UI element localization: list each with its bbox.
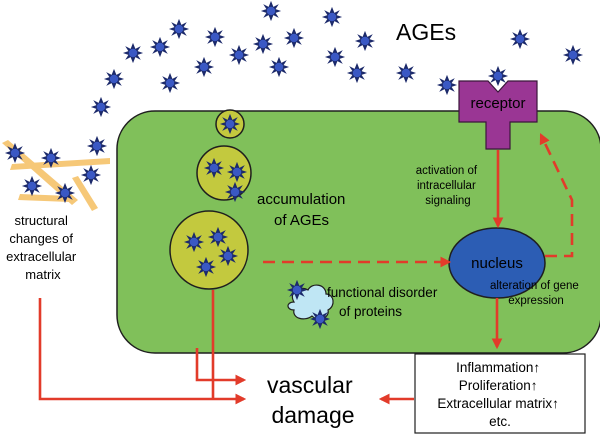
effect-item: etc. — [489, 414, 511, 429]
age-molecule-icon — [80, 164, 102, 186]
receptor-label: receptor — [470, 95, 525, 112]
vascular-damage-label: vascular damage — [267, 372, 359, 428]
pathway-arrows — [38, 133, 574, 405]
age-molecule-icon — [168, 18, 190, 40]
age-molecule-icon — [436, 74, 458, 96]
age-molecule-icon — [90, 96, 112, 118]
gene-expression-label: alteration of gene expression — [490, 280, 582, 307]
receptor-icon — [458, 80, 538, 150]
age-molecule-icon — [395, 62, 417, 84]
age-molecule-icon — [487, 65, 509, 87]
age-molecule-icon — [159, 72, 181, 94]
age-molecule-icon — [283, 27, 305, 49]
effects-list: Inflammation↑ Proliferation↑ Extracellul… — [437, 360, 562, 429]
effect-item: Proliferation↑ — [459, 378, 538, 393]
effects-box — [414, 353, 586, 434]
vesicle-large — [169, 210, 249, 290]
signaling-label: activation of intracellular signaling — [416, 165, 481, 207]
age-molecule-icon — [103, 68, 125, 90]
arrow-feedback-to-receptor — [539, 133, 574, 258]
arrow-ecm-to-damage — [38, 298, 247, 405]
nucleus-label: nucleus — [471, 255, 523, 272]
functional-disorder-label: functional disorder of proteins — [327, 285, 441, 319]
age-molecule-icon — [354, 30, 376, 52]
age-molecule-icon — [21, 175, 43, 197]
accumulation-label: accumulation of AGEs — [257, 191, 350, 229]
age-molecule-icon — [86, 135, 108, 157]
age-molecule-icon — [324, 46, 346, 68]
effect-item: Extracellular matrix↑ — [437, 396, 559, 411]
effect-item: Inflammation↑ — [456, 360, 540, 375]
vesicle-medium — [196, 145, 252, 201]
age-molecule-icon — [252, 33, 274, 55]
ages-title: AGEs — [396, 19, 456, 45]
age-molecule-icon — [204, 26, 226, 48]
age-molecule-icon — [260, 0, 282, 22]
ecm-label: structural changes of extracellular matr… — [6, 213, 80, 282]
age-molecule-icon — [228, 44, 250, 66]
arrow-protein-to-damage — [195, 348, 247, 386]
age-molecule-icon — [193, 56, 215, 78]
age-molecule-icon — [346, 62, 368, 84]
age-molecule-icon — [122, 42, 144, 64]
age-molecule-icon — [149, 36, 171, 58]
age-molecule-icon — [321, 6, 343, 28]
age-molecule-icon — [268, 56, 290, 78]
age-molecule-icon — [562, 44, 584, 66]
age-molecule-icon — [509, 28, 531, 50]
